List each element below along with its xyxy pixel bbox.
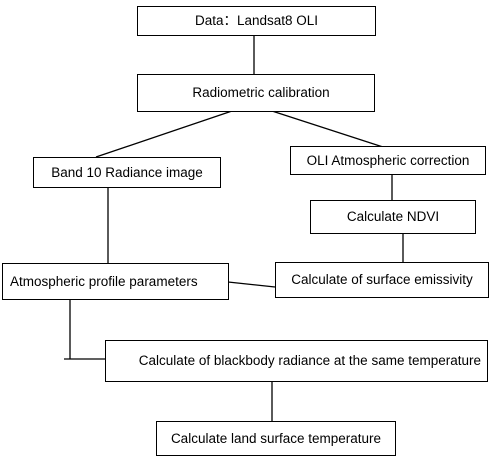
node-blackbody-radiance: Calculate of blackbody radiance at the s… — [105, 340, 488, 382]
node-data-source-label: Data：Landsat8 OLI — [194, 13, 319, 29]
node-land-surface-temperature-label: Calculate land surface temperature — [170, 430, 382, 446]
connector-profile-to-emissivity — [227, 281, 276, 288]
node-blackbody-radiance-label: Calculate of blackbody radiance at the s… — [138, 353, 481, 369]
connector-calibration-to-band10 — [95, 110, 233, 158]
node-radiometric-calibration: Radiometric calibration — [137, 74, 375, 112]
node-oli-atmospheric-correction-label: OLI Atmospheric correction — [306, 152, 470, 168]
node-radiometric-calibration-label: Radiometric calibration — [192, 85, 330, 101]
node-calculate-ndvi-label: Calculate NDVI — [346, 209, 440, 225]
node-surface-emissivity-label: Calculate of surface emissivity — [291, 272, 473, 288]
node-band10-radiance-label: Band 10 Radiance image — [51, 164, 203, 180]
node-land-surface-temperature: Calculate land surface temperature — [156, 421, 396, 456]
node-calculate-ndvi: Calculate NDVI — [310, 200, 476, 234]
node-band10-radiance: Band 10 Radiance image — [33, 157, 221, 188]
node-surface-emissivity: Calculate of surface emissivity — [275, 262, 489, 298]
node-data-source: Data：Landsat8 OLI — [137, 6, 376, 36]
connector-calibration-to-oli — [271, 110, 384, 148]
node-oli-atmospheric-correction: OLI Atmospheric correction — [290, 146, 486, 175]
node-atmospheric-profile-label: Atmospheric profile parameters — [10, 273, 198, 289]
node-atmospheric-profile: Atmospheric profile parameters — [2, 263, 229, 300]
